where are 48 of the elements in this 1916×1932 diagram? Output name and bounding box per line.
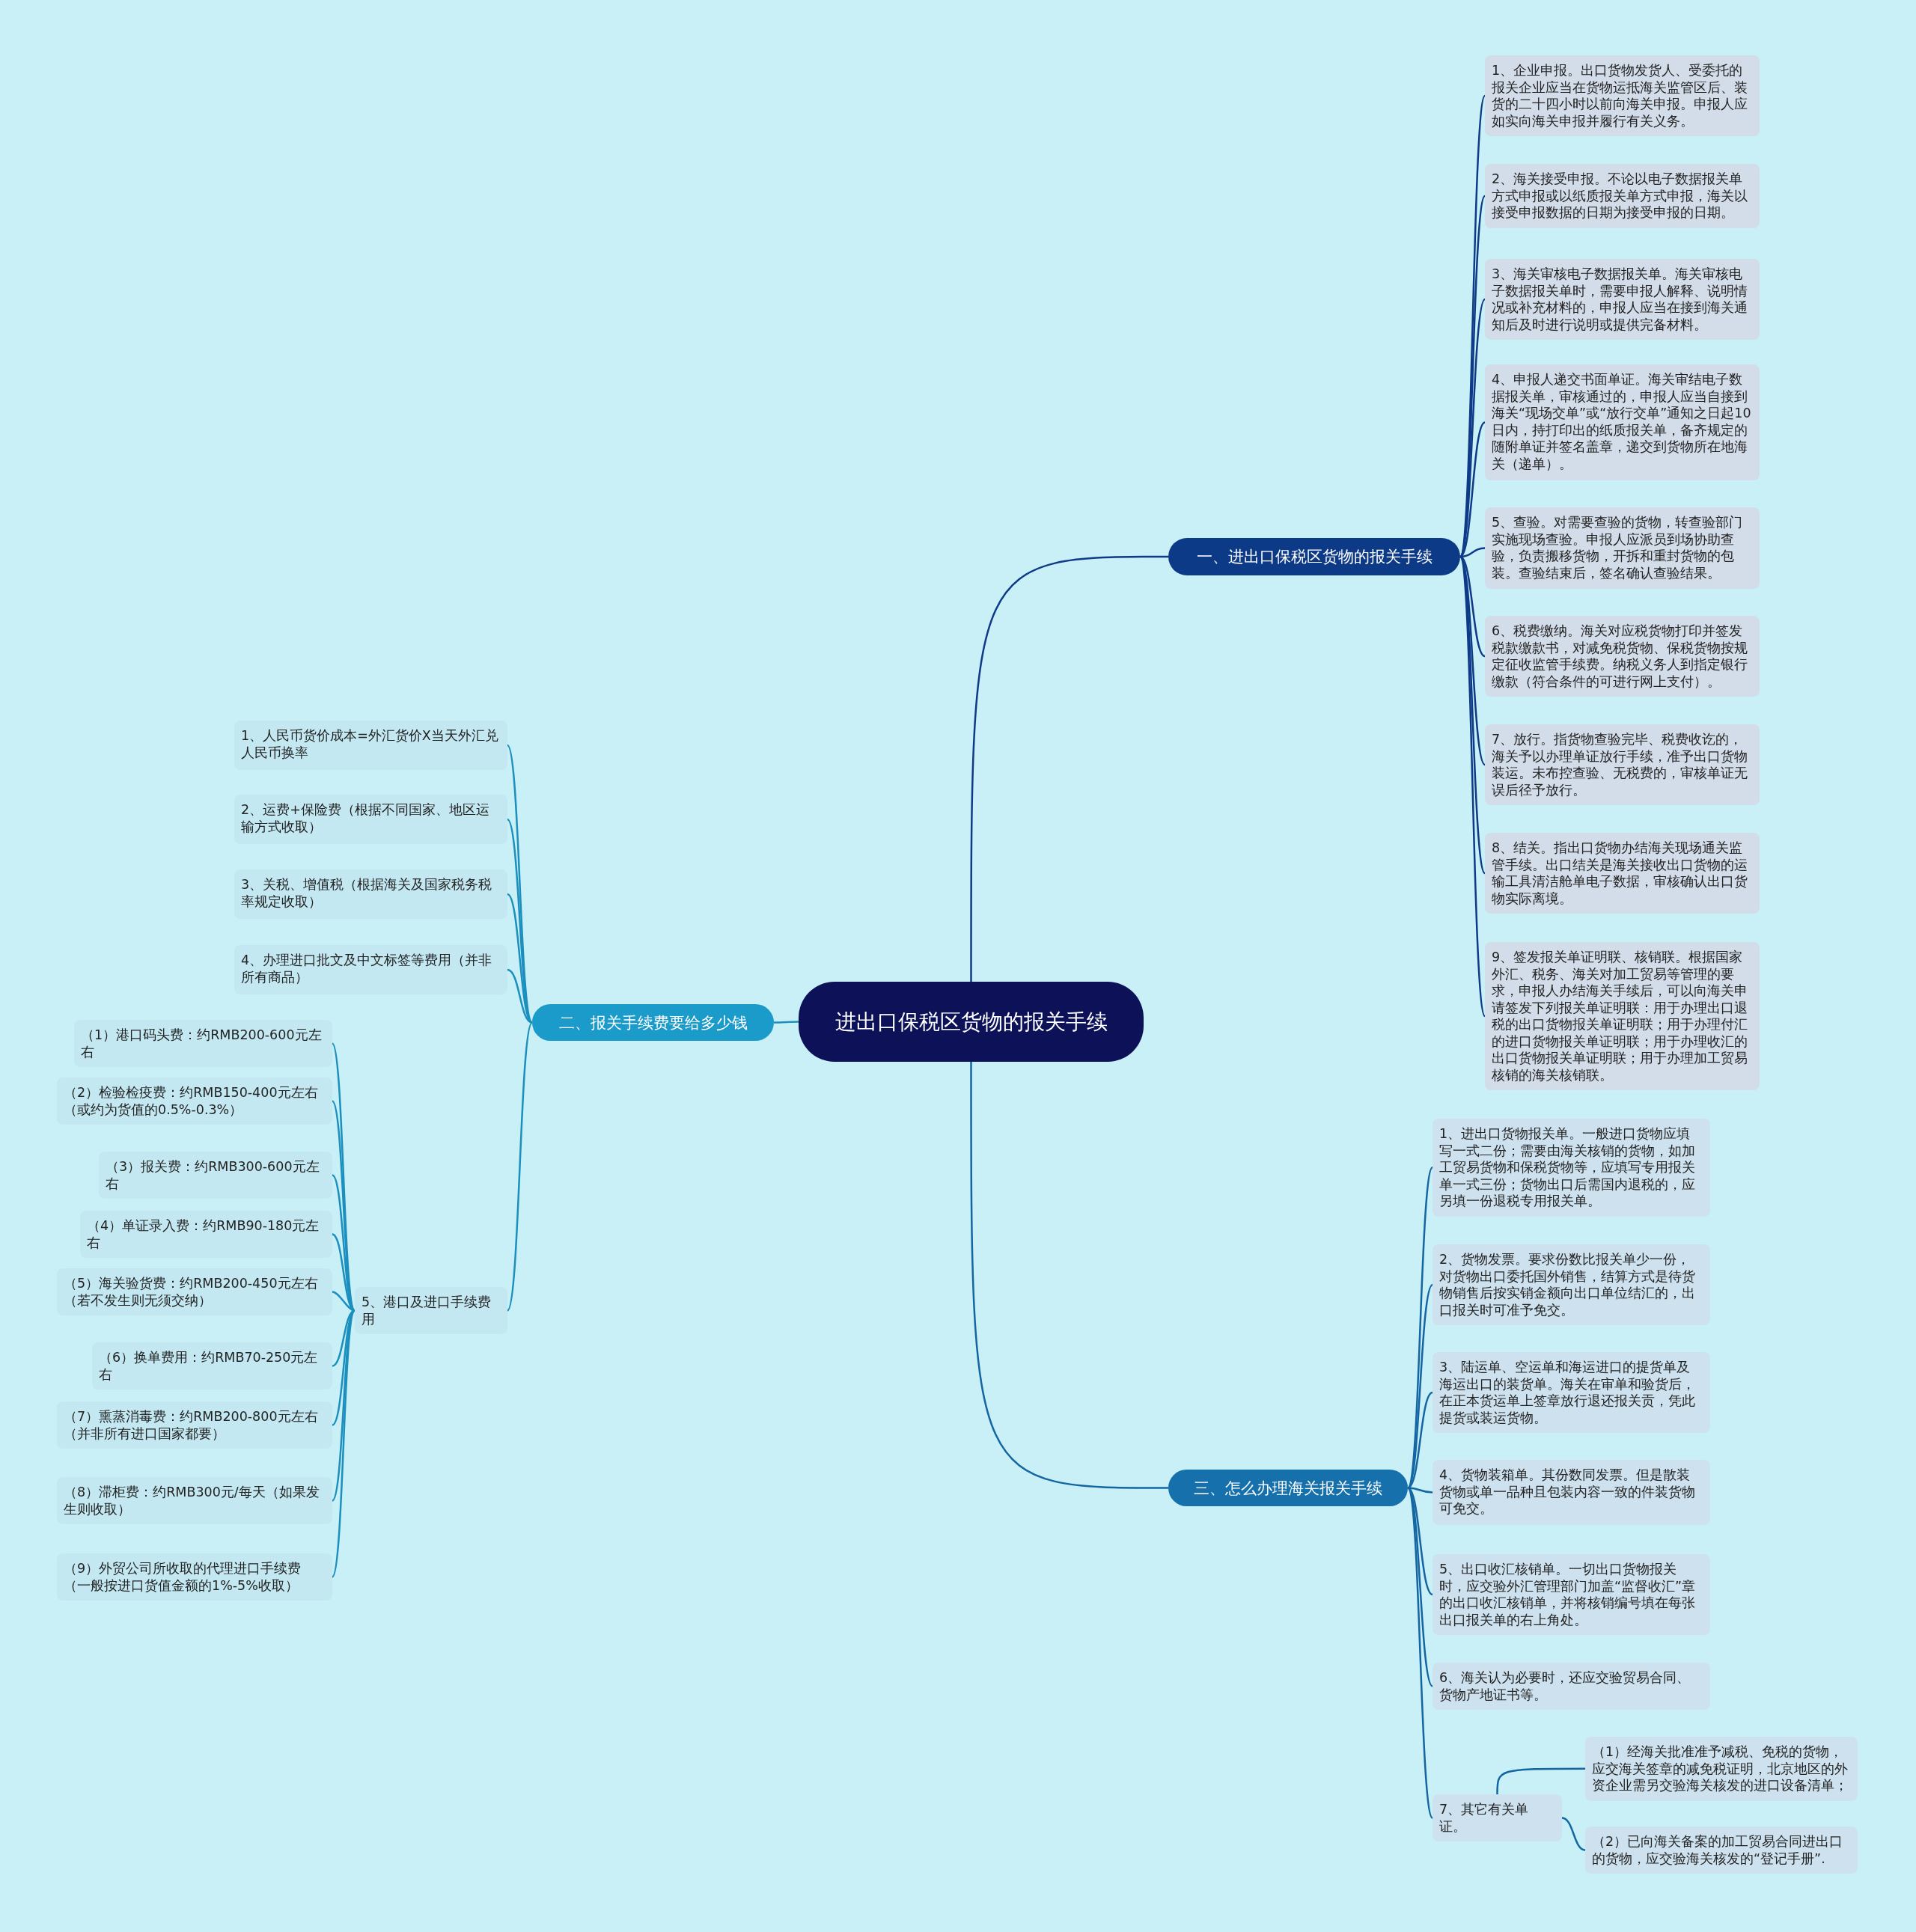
- central-topic: 进出口保税区货物的报关手续: [799, 982, 1144, 1062]
- connector-line: [1406, 1488, 1434, 1818]
- text-card: 6、税费缴纳。海关对应税货物打印并签发税款缴款书，对减免税货物、保税货物按规定征收监管手续费。纳税义务人到指定银行缴款（符合条件的可进行网上支付）。: [1485, 616, 1760, 697]
- text-card: （9）外贸公司所收取的代理进口手续费（一般按进口货值金额的1%-5%收取）: [57, 1553, 332, 1601]
- connector-line: [970, 1062, 1168, 1489]
- connector-line: [774, 1021, 799, 1024]
- topic-pill: 一、进出口保税区货物的报关手续: [1168, 538, 1460, 575]
- text-card: （8）滞柜费：约RMB300元/每天（如果发生则收取）: [57, 1477, 332, 1524]
- connector-line: [1407, 1487, 1433, 1494]
- text-card: （3）报关费：约RMB300-600元左右: [99, 1152, 332, 1199]
- text-card: 8、结关。指出口货物办结海关现场通关监管手续。出口结关是海关接收出口货物的运输工具清洁舱单电子数据，审核确认出口货物实际离境。: [1485, 833, 1760, 914]
- text-card: 2、海关接受申报。不论以电子数据报关单方式申报或以纸质报关单方式申报，海关以接受申报数据的日期为接受申报的日期。: [1485, 164, 1760, 228]
- connector-line: [970, 555, 1168, 982]
- text-card: （1）经海关批准准予减税、免税的货物，应交海关签章的减免税证明，北京地区的外资企业需另交验海关核发的进口设备清单；: [1585, 1737, 1858, 1801]
- text-card: （6）换单费用：约RMB70-250元左右: [92, 1342, 332, 1390]
- text-card: 5、港口及进口手续费用: [355, 1287, 507, 1334]
- text-card: （1）港口码头费：约RMB200-600元左右: [74, 1020, 332, 1067]
- text-card: 3、关税、增值税（根据海关及国家税务税率规定收取）: [234, 869, 507, 919]
- text-card: 6、海关认为必要时，还应交验贸易合同、货物产地证书等。: [1433, 1663, 1710, 1710]
- text-card: （5）海关验货费：约RMB200-450元左右（若不发生则无须交纳）: [57, 1268, 332, 1315]
- text-card: 2、货物发票。要求份数比报关单少一份，对货物出口委托国外销售，结算方式是待货物销售后按实销金额向出口单位结汇的，出口报关时可准予免交。: [1433, 1244, 1710, 1325]
- text-card: （4）单证录入费：约RMB90-180元左右: [80, 1211, 332, 1258]
- text-card: （2）检验检疫费：约RMB150-400元左右（或约为货值的0.5%-0.3%）: [57, 1077, 332, 1125]
- text-card: 7、其它有关单证。: [1433, 1794, 1562, 1841]
- connector-line: [506, 1021, 534, 1312]
- text-card: 4、货物装箱单。其份数同发票。但是散装货物或单一品种且包装内容一致的件装货物可免交。: [1433, 1460, 1710, 1525]
- text-card: 7、放行。指货物查验完毕、税费收讫的，海关予以办理单证放行手续，准予出口货物装运。未布控查验、无税费的，审核单证无误后径予放行。: [1485, 724, 1760, 805]
- text-card: 1、进出口货物报关单。一般进口货物应填写一式二份；需要由海关核销的货物，如加工贸易货物和保税货物等，应填写专用报关单一式三份；货物出口后需国内退税的，应另填一份退税专用报关单。: [1433, 1119, 1710, 1217]
- text-card: 5、查验。对需要查验的货物，转查验部门实施现场查验。申报人应派员到场协助查验，负责搬移货物，开拆和重封货物的包装。查验结束后，签名确认查验结果。: [1485, 507, 1760, 589]
- connector-line: [1496, 1767, 1585, 1794]
- text-card: 2、运费+保险费（根据不同国家、地区运输方式收取）: [234, 795, 507, 844]
- text-card: 4、办理进口批文及中文标签等费用（并非所有商品）: [234, 945, 507, 994]
- text-card: 1、企业申报。出口货物发货人、受委托的报关企业应当在货物运抵海关监管区后、装货的二十四小时以前向海关申报。申报人应如实向海关申报并履行有关义务。: [1485, 55, 1760, 136]
- text-card: 3、陆运单、空运单和海运进口的提货单及海运出口的装货单。海关在审单和验货后，在正本货运单上签章放行退还报关贡，凭此提货或装运货物。: [1433, 1352, 1710, 1433]
- text-card: 5、出口收汇核销单。一切出口货物报关时，应交验外汇管理部门加盖“监督收汇”章的出口收汇核销单，并将核销编号填在每张出口报关单的右上角处。: [1433, 1554, 1710, 1635]
- connector-line: [1406, 1167, 1434, 1488]
- text-card: 3、海关审核电子数据报关单。海关审核电子数据报关单时，需要申报人解释、说明情况或补充材料的，申报人应当在接到海关通知后及时进行说明或提供完备材料。: [1485, 259, 1760, 340]
- text-card: （7）熏蒸消毒费：约RMB200-800元左右（并非所有进口国家都要）: [57, 1401, 332, 1449]
- text-card: 1、人民币货价成本=外汇货价X当天外汇兑人民币换率: [234, 721, 507, 770]
- connector-line: [507, 968, 533, 1024]
- connector-line: [1561, 1817, 1586, 1851]
- topic-pill: 三、怎么办理海关报关手续: [1168, 1470, 1408, 1506]
- topic-pill: 二、报关手续费要给多少钱: [532, 1004, 774, 1041]
- text-card: 4、申报人递交书面单证。海关审结电子数据报关单，审核通过的，申报人应当自接到海关“现场交单”或“放行交单”通知之日起10日内，持打印出的纸质报关单，备齐规定的随附单证并签名盖章，递交到货物所在地海关（递单）。: [1485, 364, 1760, 480]
- text-card: （2）已向海关备案的加工贸易合同进出口的货物，应交验海关核发的“登记手册”.: [1585, 1826, 1858, 1874]
- connector-line: [1407, 1391, 1433, 1489]
- text-card: 9、签发报关单证明联、核销联。根据国家外汇、税务、海关对加工贸易等管理的要求，申报人办结海关手续后，可以向海关申请签发下列报关单证明联：用于办理出口退税的出口货物报关单证明联；用于办理付汇的进口货物报关单证明联；用于办理收汇的出口货物报关单证明联；用于办理加工贸易核销的海关核销联。: [1485, 942, 1760, 1090]
- connector-line: [1459, 556, 1486, 1017]
